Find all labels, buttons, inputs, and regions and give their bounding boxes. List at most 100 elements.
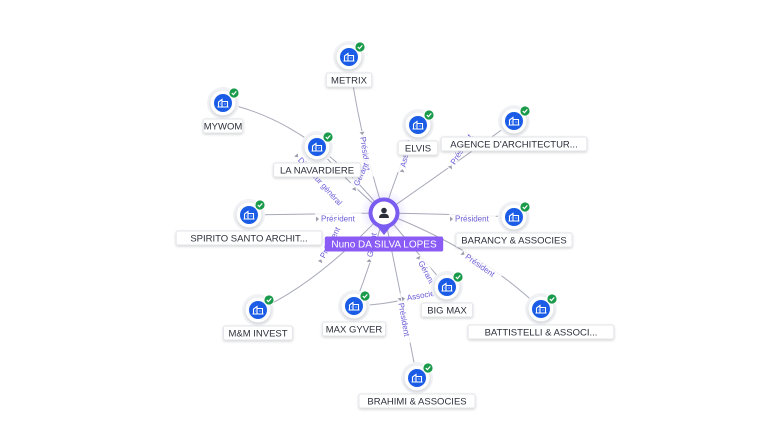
company-node-agence[interactable]: AGENCE D'ARCHITECTUR... <box>440 105 588 152</box>
company-name: BARANCY & ASSOCIES <box>461 235 566 246</box>
company-label-mminvest[interactable]: M&M INVEST <box>223 325 293 341</box>
edge-arrow <box>366 259 372 263</box>
building-glyph <box>412 120 424 130</box>
company-label-battistelli[interactable]: BATTISTELLI & ASSOCI... <box>467 324 615 340</box>
building-glyph <box>348 301 360 311</box>
verified-check-icon <box>520 202 530 212</box>
edge-arrow <box>317 259 323 264</box>
center-node[interactable]: Nuno DA SILVA LOPES <box>324 189 444 252</box>
check-mark <box>549 296 555 302</box>
edge-arrow <box>460 250 465 256</box>
company-building-icon <box>340 48 358 66</box>
company-label-navardiere[interactable]: LA NAVARDIERE <box>273 162 361 178</box>
building-glyph <box>441 282 453 292</box>
check-mark <box>357 44 363 50</box>
building-glyph <box>217 98 229 108</box>
edge-arrow <box>294 153 299 158</box>
company-node-bigmax[interactable]: BIG MAX <box>420 271 474 318</box>
company-building-icon <box>408 369 426 387</box>
company-label-barancy[interactable]: BARANCY & ASSOCIES <box>455 232 573 248</box>
company-name: ELVIS <box>405 143 431 154</box>
edge-label-text: Associé <box>406 289 436 303</box>
verified-check-icon <box>423 363 433 373</box>
company-building-icon <box>532 300 550 318</box>
check-mark <box>266 297 272 303</box>
edge-arrow <box>401 296 405 302</box>
building-glyph <box>243 210 255 220</box>
company-node-metrix[interactable]: METRIX <box>325 41 373 88</box>
check-mark <box>522 204 528 210</box>
company-name: METRIX <box>331 75 368 86</box>
check-mark <box>362 293 368 299</box>
edge-arrow <box>359 131 365 135</box>
building-glyph <box>508 116 520 126</box>
company-node-spirito[interactable]: SPIRITO SANTO ARCHIT... <box>175 199 323 246</box>
nodes-layer: METRIX ELVIS AGENCE D'ARCHITECTUR... MYWOM L… <box>175 41 615 409</box>
building-glyph <box>343 52 355 62</box>
building-glyph <box>508 212 520 222</box>
company-building-icon <box>308 138 326 156</box>
check-mark <box>231 90 237 96</box>
company-building-icon <box>214 94 232 112</box>
check-mark <box>325 134 331 140</box>
company-name: M&M INVEST <box>228 328 287 339</box>
company-node-mywom[interactable]: MYWOM <box>202 87 244 134</box>
edge-arrow <box>399 169 405 173</box>
company-label-elvis[interactable]: ELVIS <box>397 140 439 156</box>
edge-arrow <box>450 216 453 222</box>
edge-label-spirito: Président <box>315 213 362 224</box>
company-building-icon <box>505 208 523 226</box>
company-label-maxgyver[interactable]: MAX GYVER <box>321 321 387 337</box>
edge-label-text: Président <box>321 215 356 224</box>
company-name: MYWOM <box>204 121 243 132</box>
company-name: BRAHIMI & ASSOCIES <box>367 396 466 407</box>
verified-check-icon <box>264 295 274 305</box>
company-building-icon <box>345 297 363 315</box>
person-label-bg <box>324 236 444 252</box>
company-label-agence[interactable]: AGENCE D'ARCHITECTUR... <box>440 136 588 152</box>
company-node-mminvest[interactable]: M&M INVEST <box>223 294 293 341</box>
company-label-metrix[interactable]: METRIX <box>325 72 373 88</box>
company-node-brahimi[interactable]: BRAHIMI & ASSOCIES <box>358 362 476 409</box>
check-mark <box>522 108 528 114</box>
company-label-mywom[interactable]: MYWOM <box>202 118 244 134</box>
company-node-navardiere[interactable]: LA NAVARDIERE <box>273 131 361 178</box>
company-node-battistelli[interactable]: BATTISTELLI & ASSOCI... <box>467 293 615 340</box>
edge-label-text: Président <box>464 252 497 279</box>
company-node-elvis[interactable]: ELVIS <box>397 109 439 156</box>
company-building-icon <box>240 206 258 224</box>
edge-label-text: Président <box>396 302 411 338</box>
company-building-icon <box>505 112 523 130</box>
person-name[interactable]: Nuno DA SILVA LOPES <box>331 240 437 251</box>
company-node-barancy[interactable]: BARANCY & ASSOCIES <box>455 201 573 248</box>
verified-check-icon <box>547 294 557 304</box>
company-building-icon <box>249 301 267 319</box>
verified-check-icon <box>323 132 333 142</box>
check-mark <box>426 112 432 118</box>
verified-check-icon <box>355 42 365 52</box>
company-name: SPIRITO SANTO ARCHIT... <box>190 233 307 244</box>
company-node-maxgyver[interactable]: MAX GYVER <box>321 290 387 337</box>
edge-label-text: Président <box>455 215 490 224</box>
verified-check-icon <box>360 291 370 301</box>
company-building-icon <box>438 278 456 296</box>
company-name: BATTISTELLI & ASSOCI... <box>485 327 598 338</box>
company-name: BIG MAX <box>427 305 467 316</box>
company-building-icon <box>409 116 427 134</box>
company-label-bigmax[interactable]: BIG MAX <box>420 302 474 318</box>
edge-arrow <box>447 165 453 170</box>
company-label-brahimi[interactable]: BRAHIMI & ASSOCIES <box>358 393 476 409</box>
company-name: LA NAVARDIERE <box>280 165 354 176</box>
check-mark <box>425 365 431 371</box>
company-name: MAX GYVER <box>326 324 383 335</box>
edge-label-barancy: Président <box>449 213 496 224</box>
building-glyph <box>311 142 323 152</box>
verified-check-icon <box>520 106 530 116</box>
building-glyph <box>252 305 264 315</box>
check-mark <box>257 202 263 208</box>
verified-check-icon <box>255 200 265 210</box>
company-label-spirito[interactable]: SPIRITO SANTO ARCHIT... <box>175 230 323 246</box>
building-glyph <box>535 304 547 314</box>
check-mark <box>455 274 461 280</box>
